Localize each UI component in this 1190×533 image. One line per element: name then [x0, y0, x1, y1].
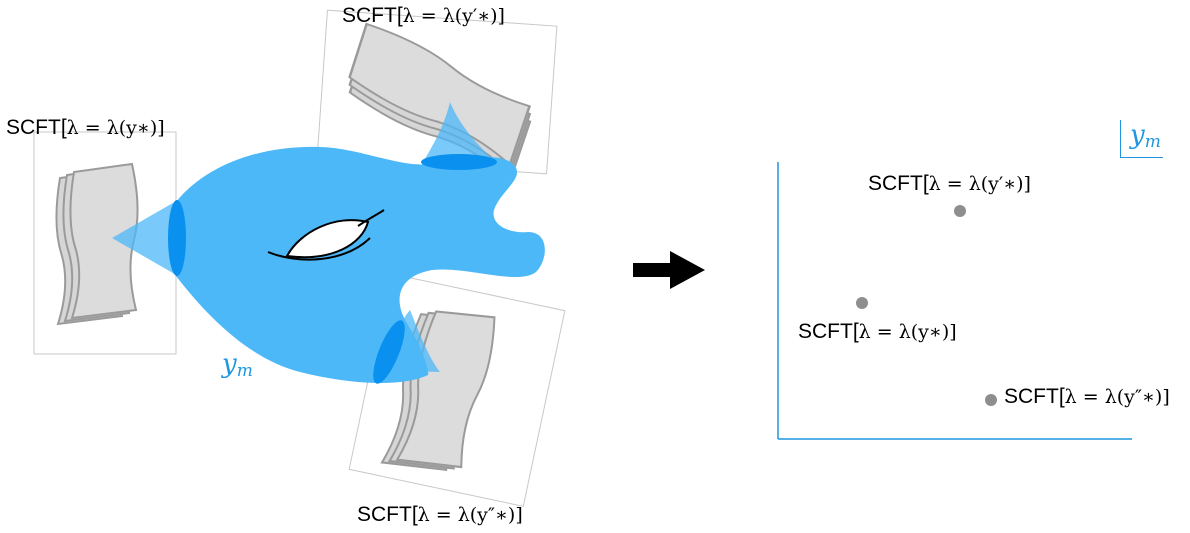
boundary-disk-bottom	[373, 320, 405, 384]
label-prefix: SCFT[	[6, 116, 67, 139]
handle-hole	[285, 219, 370, 259]
label-formula: λ = λ(y∗)]	[66, 117, 165, 139]
label-formula: λ = λ(y′∗)]	[402, 5, 505, 27]
label-scft-ydouble-bottom: SCFT[λ = λ(y″∗)]	[357, 503, 523, 527]
point-label-ydouble: SCFT[λ = λ(y″∗)]	[1004, 385, 1170, 409]
manifold-body	[176, 146, 545, 384]
label-prefix: SCFT[	[868, 172, 929, 195]
symbol-base: y	[222, 349, 237, 379]
boundary-disk-top	[421, 154, 497, 170]
label-prefix: SCFT[	[1004, 385, 1065, 408]
handle-upper-curve	[357, 209, 385, 227]
label-formula: λ = λ(y∗)]	[858, 321, 957, 343]
label-prefix: SCFT[	[357, 503, 418, 526]
label-formula: λ = λ(y′∗)]	[928, 173, 1031, 195]
conformal-manifold-surface	[112, 102, 545, 384]
coupling-axis-label: ym	[1120, 120, 1163, 158]
point-dot-icon	[985, 394, 997, 406]
coupling-symbol-left: ym	[222, 349, 253, 386]
coupling-space-axes	[777, 162, 1132, 440]
symbol-sub: m	[1144, 132, 1161, 152]
handle-lower-curve	[267, 237, 371, 261]
label-formula: λ = λ(y″∗)]	[417, 504, 523, 526]
point-label-yprime: SCFT[λ = λ(y′∗)]	[868, 172, 1031, 196]
cone-left	[112, 200, 178, 276]
boundary-disk-left	[168, 200, 186, 276]
label-formula: λ = λ(y″∗)]	[1064, 386, 1170, 408]
label-scft-yprime-top: SCFT[λ = λ(y′∗)]	[342, 4, 505, 28]
point-dot-icon	[954, 205, 966, 217]
point-dot-icon	[856, 297, 868, 309]
symbol-base: y	[1130, 120, 1145, 150]
cone-top	[422, 102, 498, 164]
point-label-ystar: SCFT[λ = λ(y∗)]	[798, 320, 957, 344]
right-arrow-icon	[633, 251, 705, 289]
label-prefix: SCFT[	[342, 4, 403, 27]
label-scft-ystar-left: SCFT[λ = λ(y∗)]	[6, 116, 165, 140]
label-prefix: SCFT[	[798, 320, 859, 343]
symbol-sub: m	[236, 361, 253, 381]
